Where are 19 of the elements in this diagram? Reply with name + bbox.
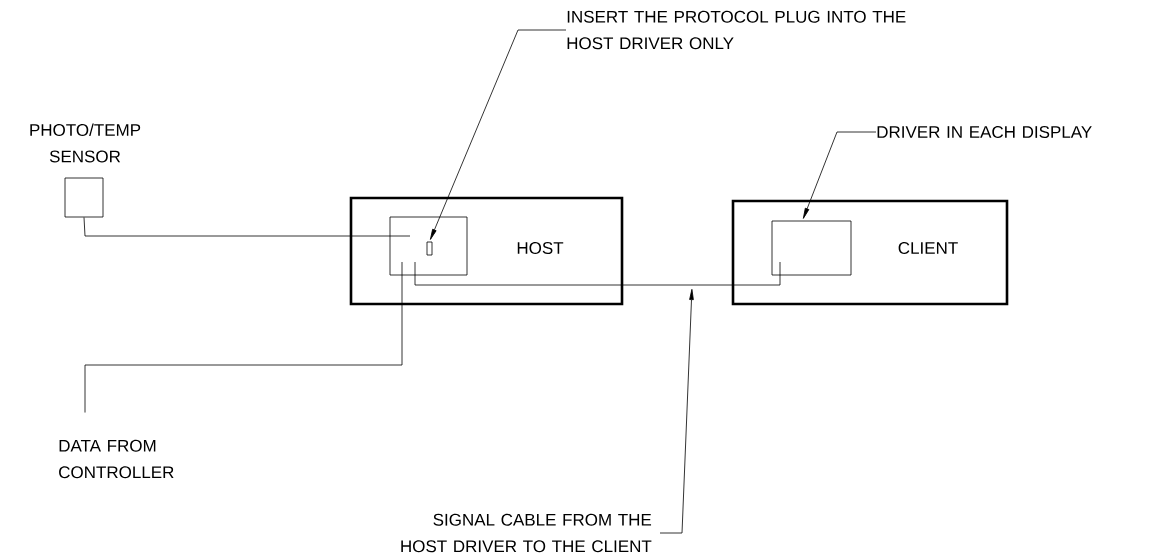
callout-text: DRIVER IN EACH DISPLAY — [877, 126, 1092, 139]
sensor-label: PHOTO/TEMP SENSOR — [30, 123, 141, 163]
wire — [83, 217, 411, 237]
callout-text: INSERT THE PROTOCOL PLUG INTO THE HOST DRIVER ONLY — [567, 10, 906, 50]
callout-text: DATA FROM CONTROLLER — [59, 439, 174, 479]
display-box — [349, 196, 624, 306]
callout-text: SIGNAL CABLE FROM THE HOST DRIVER TO THE CLIENT — [401, 513, 652, 553]
plug-box — [426, 241, 433, 256]
sensor-box — [64, 177, 104, 218]
driver-box — [389, 216, 468, 276]
leader-line — [659, 288, 694, 534]
leader-line — [430, 29, 567, 240]
display-box — [731, 199, 1009, 306]
leader-line — [802, 131, 877, 219]
signal-cable — [414, 261, 781, 286]
box-label: CLIENT — [898, 242, 958, 255]
wire — [84, 261, 403, 413]
driver-box — [771, 220, 852, 276]
box-label: HOST — [517, 242, 564, 255]
